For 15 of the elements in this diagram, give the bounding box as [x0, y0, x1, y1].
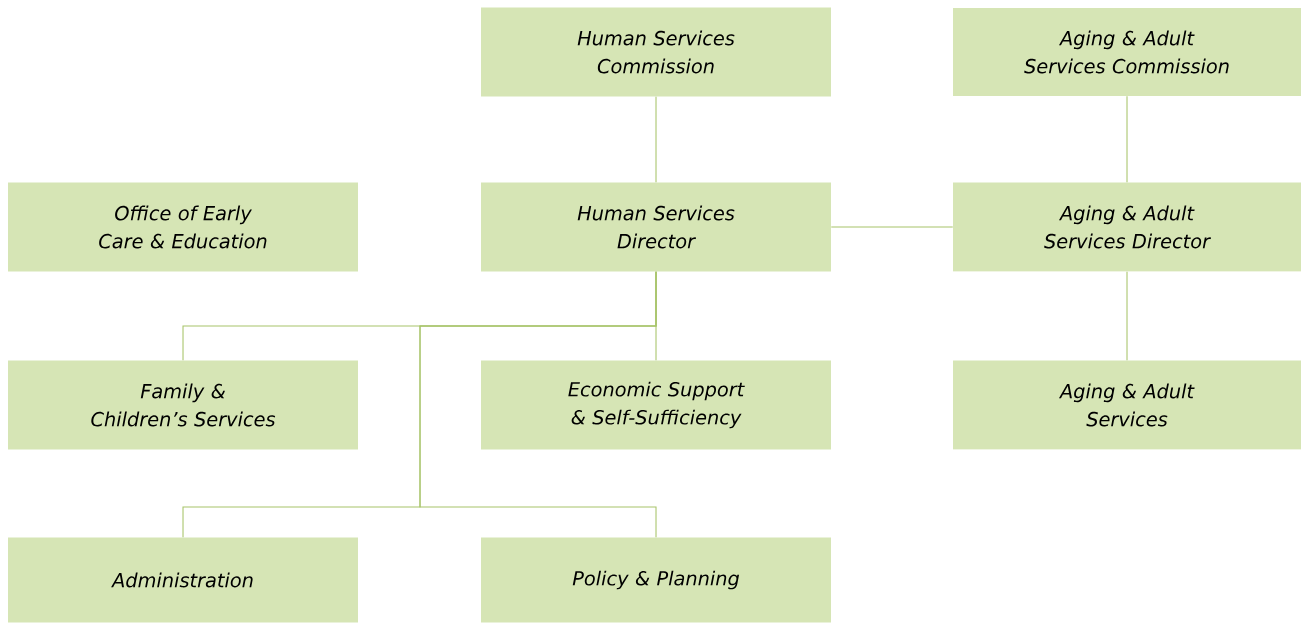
org-box: Human Services Director	[481, 182, 831, 272]
org-box: Aging & Adult Services	[953, 360, 1301, 450]
connector-line	[830, 226, 954, 228]
connector-line	[419, 271, 657, 538]
org-box: Policy & Planning	[481, 537, 831, 623]
org-box: Family & Children’s Services	[8, 360, 358, 450]
connector-line	[1126, 271, 1128, 361]
org-box: Economic Support & Self-Sufficiency	[481, 360, 831, 450]
org-box: Aging & Adult Services Commission	[953, 8, 1301, 96]
org-box: Aging & Adult Services Director	[953, 182, 1301, 272]
connector-line	[1126, 95, 1128, 183]
org-box: Human Services Commission	[481, 7, 831, 97]
connector-line	[655, 96, 657, 183]
org-box: Office of Early Care & Education	[8, 182, 358, 272]
org-box: Administration	[8, 537, 358, 623]
